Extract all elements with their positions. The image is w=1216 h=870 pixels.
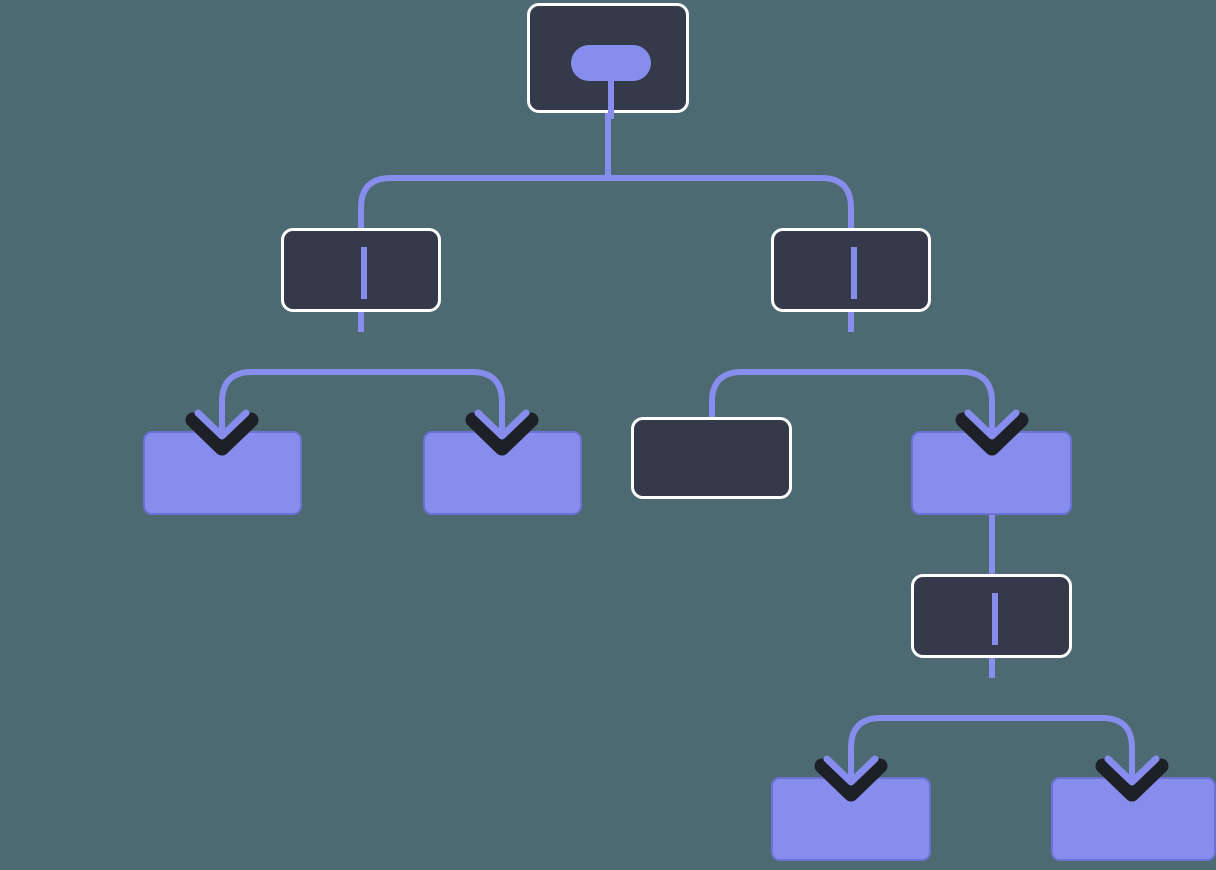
- edge-level2-left-to-leaf-a: [219, 369, 361, 432]
- edge-level2-left-to-leaf-b: [361, 369, 505, 432]
- node-passthrough-line: [361, 247, 367, 299]
- root-node[interactable]: [527, 3, 689, 119]
- level3-leaf-b[interactable]: [423, 431, 582, 515]
- node-passthrough-line: [992, 593, 998, 645]
- level4-dark-node[interactable]: [911, 574, 1072, 658]
- edge-level4-to-leaf-b: [992, 715, 1135, 778]
- level5-leaf-b[interactable]: [1051, 777, 1216, 861]
- root-stem-shape: [608, 81, 614, 119]
- level3-accent-branch-node[interactable]: [911, 431, 1072, 515]
- root-pill-shape: [571, 45, 651, 81]
- node-passthrough-line: [851, 247, 857, 299]
- level3-leaf-a[interactable]: [143, 431, 302, 515]
- edge-level4-to-leaf-a: [848, 715, 992, 778]
- level2-right-node[interactable]: [771, 228, 931, 312]
- edge-level2-right-to-accent-branch: [851, 369, 995, 432]
- level2-left-node[interactable]: [281, 228, 441, 312]
- level5-leaf-a[interactable]: [771, 777, 931, 861]
- level3-dark-node[interactable]: [631, 417, 792, 499]
- edge-level2-right-to-dark-node: [709, 369, 851, 418]
